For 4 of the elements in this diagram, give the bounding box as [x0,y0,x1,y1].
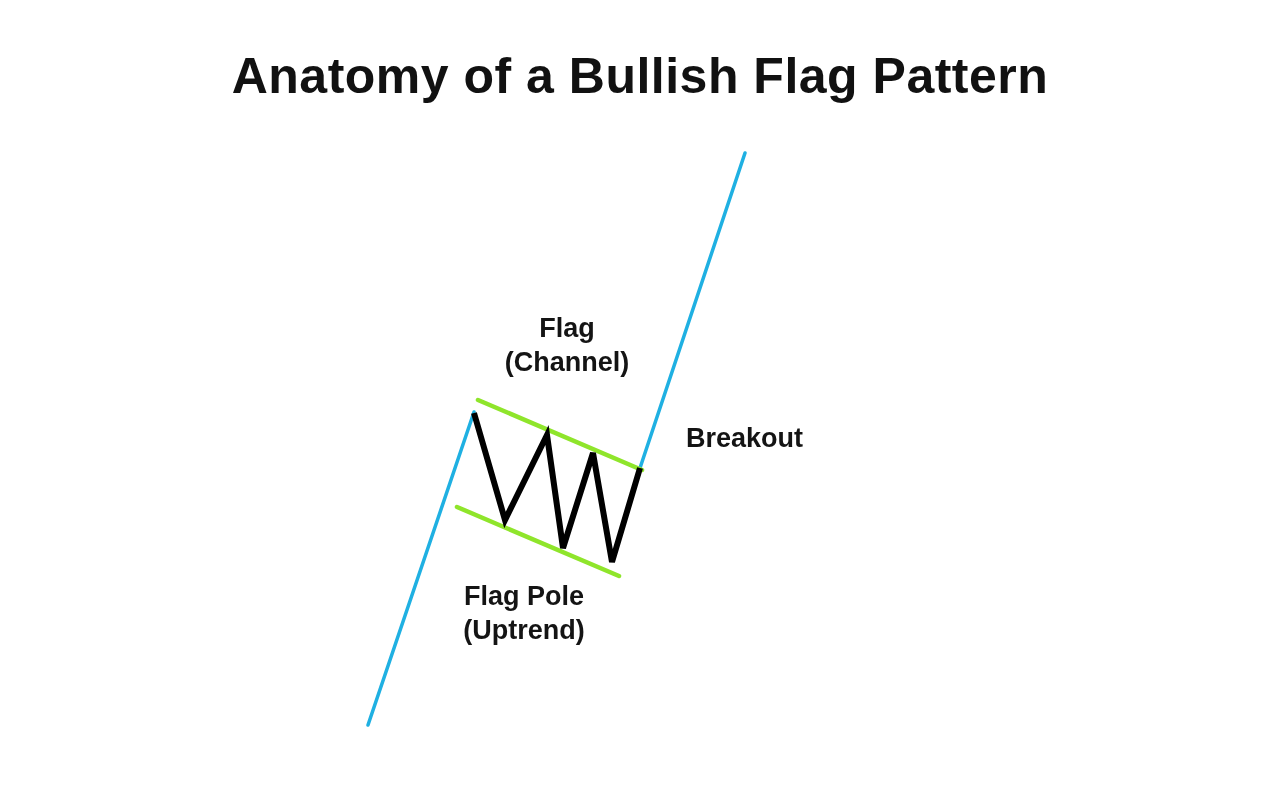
part-label: Flag (Channel) [503,312,631,379]
title: Anatomy of a Bullish Flag Pattern [231,47,1049,106]
part-label: Breakout [686,422,804,455]
part-label: Flag Pole (Uptrend) [462,580,586,647]
